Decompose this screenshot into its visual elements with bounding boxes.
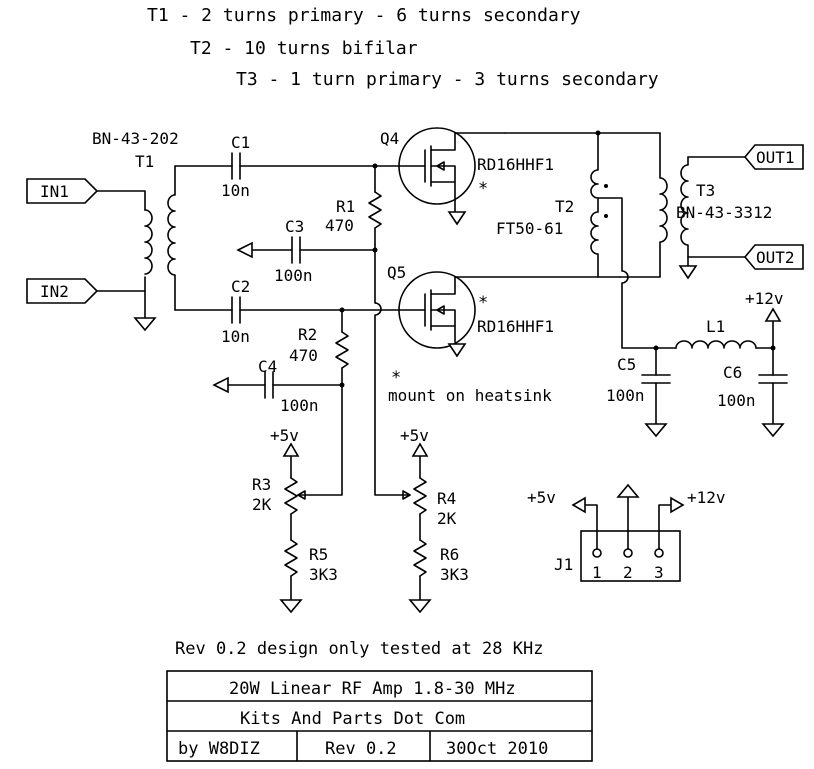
- l1-supply-arrow-icon: [764, 307, 782, 322]
- j1-pin-3: 3: [654, 563, 664, 582]
- t2-core-label: FT50-61: [496, 219, 563, 238]
- t1-secondary-winding: [167, 165, 176, 311]
- q4-heatsink-mark: *: [478, 179, 488, 199]
- c6-value: 100n: [717, 391, 756, 410]
- c6-ground-icon: [761, 423, 785, 438]
- port-out2: OUT2: [743, 244, 804, 270]
- j1-pin-1: 1: [592, 563, 602, 582]
- r3-value: 2K: [252, 495, 272, 514]
- c5-label: C5: [617, 355, 636, 374]
- supply-12v-l1: +12v: [745, 289, 784, 308]
- ground-icon: [133, 317, 157, 332]
- title-block-rev: Rev 0.2: [325, 739, 397, 759]
- svg-text:IN2: IN2: [40, 282, 69, 301]
- title-block: [166, 670, 593, 762]
- t1-label: T1: [135, 152, 154, 171]
- c5-capacitor: [641, 374, 671, 384]
- r6-value: 3K3: [440, 565, 469, 584]
- t3-secondary-winding: [680, 156, 689, 258]
- t3-primary-winding: [619, 132, 668, 278]
- q5-label: Q5: [387, 263, 406, 282]
- r6-label: R6: [440, 545, 459, 564]
- j1-label: J1: [554, 555, 573, 574]
- j1-connector: [571, 483, 685, 582]
- r5-ground-icon: [279, 599, 303, 614]
- t3-label: T3: [696, 181, 715, 200]
- t1-primary-winding: [144, 209, 153, 275]
- r5-label: R5: [309, 545, 328, 564]
- heatsink-note: mount on heatsink: [388, 386, 552, 405]
- t3-ground-icon: [678, 265, 698, 280]
- title-block-company: Kits And Parts Dot Com: [240, 709, 465, 729]
- c5-ground-icon: [644, 423, 668, 438]
- r6-resistor: [413, 539, 427, 577]
- supply-5v-j1: +5v: [527, 488, 556, 507]
- supply-12v-j1: +12v: [687, 488, 726, 507]
- r4-supply-arrow-icon: [411, 442, 429, 457]
- r2-value: 470: [289, 346, 318, 365]
- c3-ground-arrow-icon: [236, 241, 253, 259]
- t1-core-label: BN-43-202: [92, 129, 179, 148]
- r4-label: R4: [437, 489, 456, 508]
- r3-label: R3: [252, 475, 271, 494]
- rev-note: Rev 0.2 design only tested at 28 KHz: [175, 639, 543, 659]
- j1-pin-2: 2: [623, 563, 633, 582]
- heatsink-star: *: [391, 368, 401, 388]
- c1-label: C1: [231, 133, 250, 152]
- q5-mosfet: [341, 271, 621, 358]
- c4-label: C4: [258, 357, 277, 376]
- title-block-date: 30Oct 2010: [446, 739, 548, 759]
- r6-ground-icon: [408, 599, 432, 614]
- c4-value: 100n: [280, 396, 319, 415]
- q5-type: RD16HHF1: [477, 317, 554, 336]
- r1-value: 470: [325, 216, 354, 235]
- c3-capacitor: [291, 236, 301, 264]
- svg-text:IN1: IN1: [40, 182, 69, 201]
- c1-value: 10n: [221, 181, 250, 200]
- c2-capacitor: [231, 296, 241, 324]
- l1-inductor: [675, 340, 757, 349]
- r5-resistor: [284, 539, 298, 577]
- title-block-title: 20W Linear RF Amp 1.8-30 MHz: [229, 679, 516, 699]
- c3-value: 100n: [274, 266, 313, 285]
- r4-potentiometer: [413, 477, 427, 515]
- r4-value: 2K: [437, 509, 457, 528]
- c5-value: 100n: [606, 386, 645, 405]
- r3-supply-arrow-icon: [282, 442, 300, 457]
- svg-text:OUT1: OUT1: [756, 148, 795, 167]
- c6-capacitor: [758, 374, 788, 384]
- c2-value: 10n: [221, 327, 250, 346]
- q4-label: Q4: [380, 129, 399, 148]
- c1-capacitor: [231, 152, 241, 180]
- r5-value: 3K3: [309, 565, 338, 584]
- l1-label: L1: [706, 317, 725, 336]
- note-t3: T3 - 1 turn primary - 3 turns secondary: [236, 69, 659, 90]
- q4-mosfet: [374, 127, 506, 226]
- supply-5v-b: +5v: [400, 426, 429, 445]
- c2-label: C2: [231, 277, 250, 296]
- svg-text:OUT2: OUT2: [756, 248, 795, 267]
- port-in2: IN2: [26, 278, 99, 304]
- t3-core-label: BN-43-3312: [676, 203, 772, 222]
- port-out1: OUT1: [743, 144, 804, 170]
- c3-label: C3: [285, 217, 304, 236]
- supply-5v-a: +5v: [270, 426, 299, 445]
- note-t1: T1 - 2 turns primary - 6 turns secondary: [147, 5, 581, 26]
- q5-heatsink-mark: *: [478, 293, 488, 313]
- title-block-author: by W8DIZ: [178, 739, 260, 759]
- t2-transformer: [590, 132, 608, 278]
- t2-label: T2: [555, 197, 574, 216]
- r2-resistor: [335, 331, 349, 369]
- r3-potentiometer: [284, 477, 298, 515]
- r1-label: R1: [336, 197, 355, 216]
- note-t2: T2 - 10 turns bifilar: [190, 38, 418, 59]
- q4-type: RD16HHF1: [477, 155, 554, 174]
- c4-ground-arrow-icon: [212, 376, 229, 394]
- c6-label: C6: [723, 363, 742, 382]
- r1-resistor: [368, 191, 382, 229]
- r2-label: R2: [298, 325, 317, 344]
- port-in1: IN1: [26, 178, 99, 204]
